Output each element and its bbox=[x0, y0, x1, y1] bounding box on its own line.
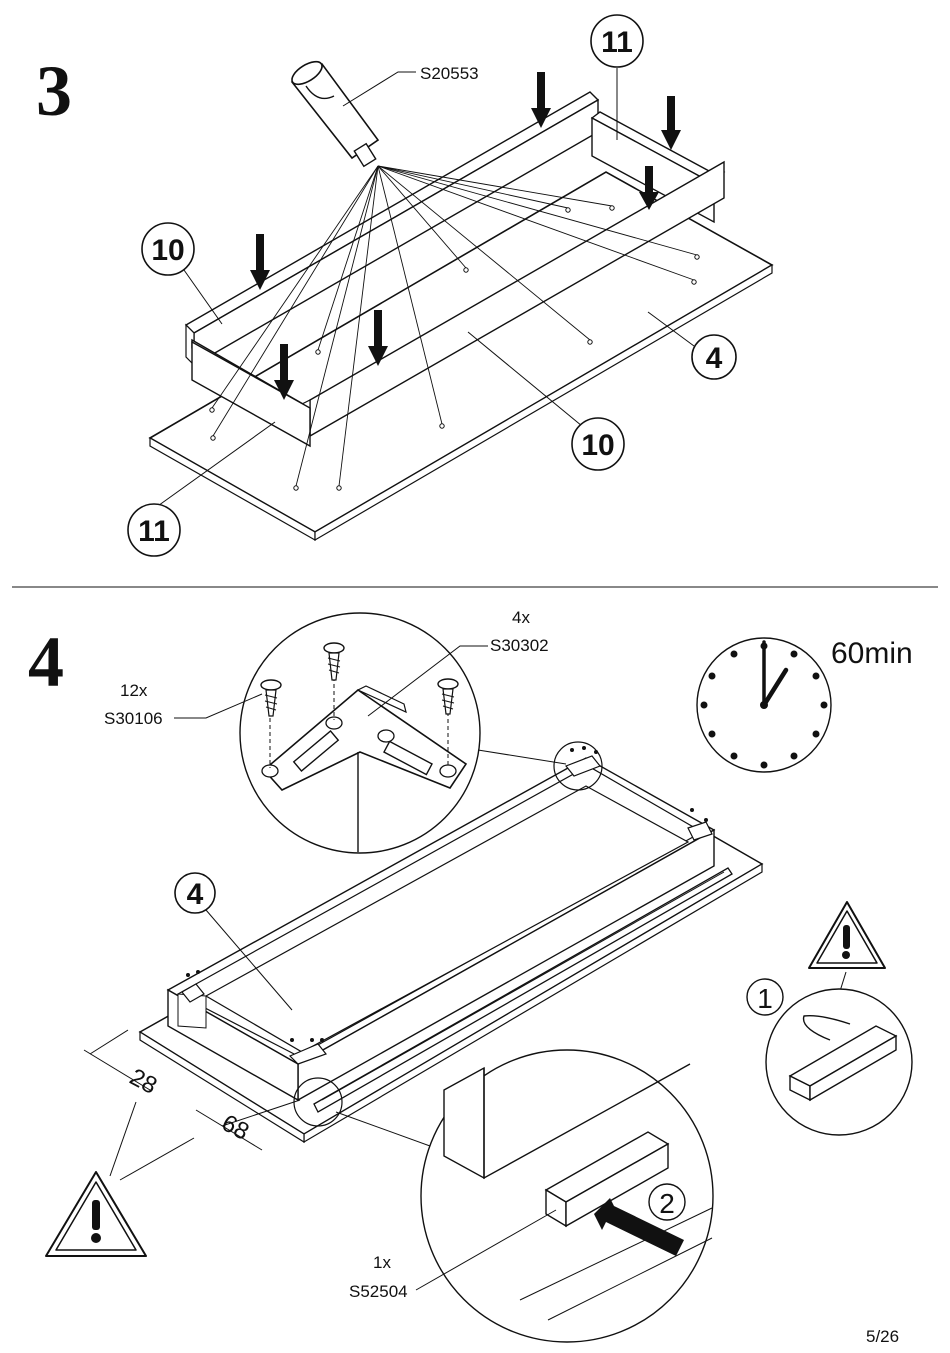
time-label: 60min bbox=[831, 637, 913, 670]
svg-text:11: 11 bbox=[138, 515, 170, 548]
svg-text:11: 11 bbox=[601, 26, 633, 59]
bracket-code-label: S30302 bbox=[490, 636, 549, 655]
leader-lines-step3 bbox=[154, 68, 695, 509]
screw-code-label: S30106 bbox=[104, 709, 163, 728]
screw-qty-label: 12x bbox=[120, 681, 148, 700]
tape-peel-detail-zoom bbox=[765, 988, 913, 1136]
substep-1-marker: 1 bbox=[746, 978, 784, 1016]
callout-11-top: 11 bbox=[590, 14, 644, 68]
push-arrow-icon bbox=[594, 1198, 684, 1256]
screw-icon bbox=[323, 642, 345, 681]
strip-code-label: S52504 bbox=[349, 1282, 408, 1301]
strip-insert-detail-zoom bbox=[335, 1049, 714, 1343]
dimension-lines bbox=[83, 1029, 301, 1151]
strip-qty-label: 1x bbox=[373, 1253, 391, 1272]
strip-s52504 bbox=[313, 867, 733, 1113]
glue-spray-lines bbox=[211, 165, 698, 487]
step-4-number: 4 bbox=[28, 622, 64, 702]
svg-text:4: 4 bbox=[706, 342, 723, 375]
down-arrow-icon bbox=[639, 166, 659, 210]
callout-10-bottom: 10 bbox=[571, 417, 625, 471]
glue-dots bbox=[209, 205, 700, 491]
clock-icon bbox=[696, 637, 832, 773]
assembled-frame bbox=[138, 741, 764, 1144]
step-3-panel: 3 bbox=[36, 14, 774, 557]
screw-icon bbox=[260, 679, 282, 717]
svg-text:2: 2 bbox=[659, 1188, 675, 1219]
page-number: 5/26 bbox=[866, 1327, 899, 1346]
bracket-detail-zoom bbox=[174, 612, 567, 854]
rail-end-11-left bbox=[191, 340, 311, 448]
svg-text:10: 10 bbox=[581, 429, 614, 462]
board-edge-long bbox=[314, 263, 773, 542]
svg-text:10: 10 bbox=[151, 234, 184, 267]
down-arrow-icon bbox=[368, 310, 388, 366]
dimension-28-label: 28 bbox=[125, 1063, 161, 1099]
board-part-4 bbox=[148, 171, 774, 533]
glue-code-label: S20553 bbox=[420, 64, 479, 83]
callout-4-board: 4 bbox=[691, 334, 737, 380]
press-arrows bbox=[250, 72, 681, 400]
down-arrow-icon bbox=[250, 234, 270, 290]
step-3-number: 3 bbox=[36, 51, 72, 131]
svg-text:4: 4 bbox=[187, 878, 204, 911]
screw-icon bbox=[437, 678, 459, 715]
callout-4-frame: 4 bbox=[174, 872, 293, 1011]
glue-tube-icon bbox=[290, 60, 380, 168]
down-arrow-icon bbox=[531, 72, 551, 128]
callout-10-left: 10 bbox=[141, 222, 195, 276]
warning-triangle-icon bbox=[808, 901, 886, 969]
svg-text:1: 1 bbox=[757, 983, 773, 1014]
callout-11-bottom: 11 bbox=[127, 503, 181, 557]
substep-2-marker: 2 bbox=[648, 1183, 686, 1221]
warning-triangle-icon bbox=[45, 1101, 195, 1257]
dimension-68-label: 68 bbox=[217, 1109, 253, 1145]
down-arrow-icon bbox=[274, 344, 294, 400]
step-4-panel: 4 12x S30106 4x S30302 bbox=[28, 608, 913, 1343]
bracket-qty-label: 4x bbox=[512, 608, 530, 627]
down-arrow-icon bbox=[661, 96, 681, 150]
